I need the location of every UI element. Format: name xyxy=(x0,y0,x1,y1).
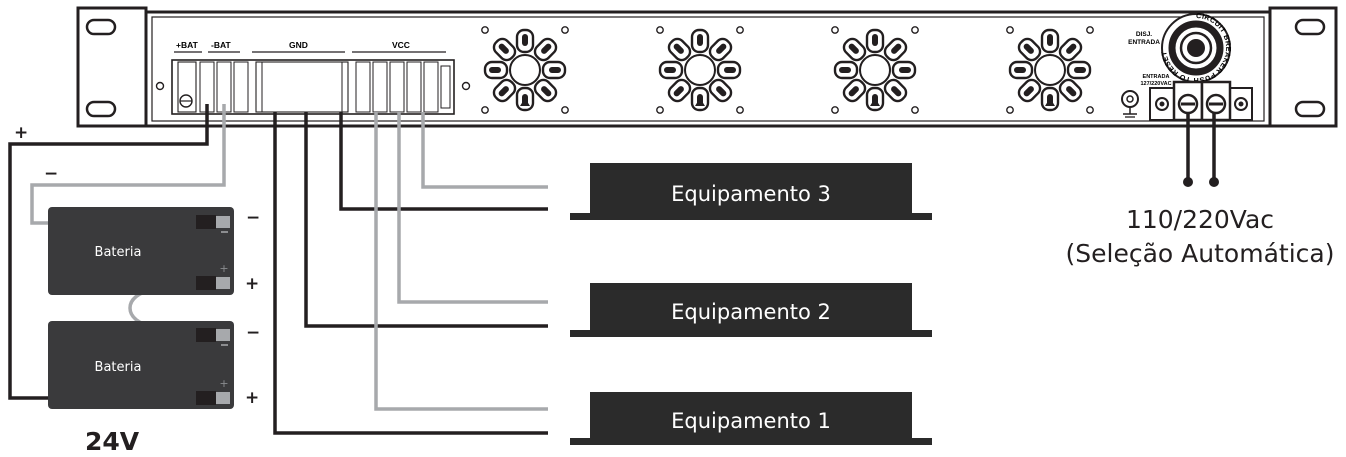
mount-hole-icon xyxy=(1294,18,1326,36)
wire-mark-positive: + xyxy=(14,123,28,143)
fan-group xyxy=(481,26,1094,114)
wire-gnd-eq1 xyxy=(273,112,548,435)
battery-voltage-label: 24V xyxy=(85,427,140,453)
terminal-label-vcc: VCC xyxy=(392,40,410,50)
wire-mark-negative: − xyxy=(44,164,58,184)
battery-label: Bateria xyxy=(95,360,142,375)
ac-voltage-label: 110/220Vac xyxy=(1126,205,1274,234)
wire-vcc-eq2 xyxy=(397,112,548,304)
wire-end-dot xyxy=(1183,177,1193,187)
battery-top: + Bateria xyxy=(48,207,234,295)
battery-top-pos-mark: + xyxy=(245,274,259,294)
wire-vcc-eq1 xyxy=(374,112,548,411)
breaker-label-line1: DISJ. xyxy=(1136,31,1152,38)
terminal-label-minus-bat: -BAT xyxy=(211,40,231,50)
breaker-label-line2: ENTRADA xyxy=(1128,39,1160,46)
svg-text:+: + xyxy=(219,377,228,390)
ground-terminal-icon xyxy=(1121,90,1139,118)
input-label-line2: 127/220VAC xyxy=(1140,81,1171,87)
wire-end-dot xyxy=(1209,177,1219,187)
mount-hole-icon xyxy=(1294,100,1326,118)
ac-selection-note: (Seleção Automática) xyxy=(1066,239,1335,268)
rack-unit: +BAT -BAT GND VCC xyxy=(76,6,1338,128)
equipment-label: Equipamento 3 xyxy=(671,182,831,206)
wire-gnd-eq3 xyxy=(339,112,548,211)
equipment-label: Equipamento 2 xyxy=(671,300,831,324)
circuit-breaker-icon: CIRCUIT BREAKER PUSH TO RESET xyxy=(1159,11,1233,85)
battery-top-neg-mark: − xyxy=(246,208,260,228)
wire-vcc-eq3 xyxy=(421,112,548,189)
svg-text:+: + xyxy=(219,262,228,275)
battery-bottom: + Bateria xyxy=(48,321,234,409)
wire-gnd-eq2 xyxy=(304,112,548,328)
terminal-block xyxy=(155,59,471,115)
ac-input-terminal xyxy=(1149,80,1253,122)
battery-label: Bateria xyxy=(95,245,142,260)
fan-icon xyxy=(481,26,569,114)
battery-bottom-pos-mark: + xyxy=(245,388,259,408)
terminal-label-gnd: GND xyxy=(289,40,308,50)
input-label-line1: ENTRADA xyxy=(1143,74,1170,80)
equipment-2: Equipamento 2 xyxy=(570,283,932,337)
battery-bottom-neg-mark: − xyxy=(246,323,260,343)
fan-icon xyxy=(831,26,919,114)
equipment-3: Equipamento 3 xyxy=(570,163,932,220)
fan-icon xyxy=(1006,26,1094,114)
equipment-label: Equipamento 1 xyxy=(671,409,831,433)
mount-hole-icon xyxy=(85,18,117,36)
equipment-1: Equipamento 1 xyxy=(570,392,932,445)
terminal-label-plus-bat: +BAT xyxy=(176,40,199,50)
mount-hole-icon xyxy=(85,100,117,118)
fan-icon xyxy=(656,26,744,114)
